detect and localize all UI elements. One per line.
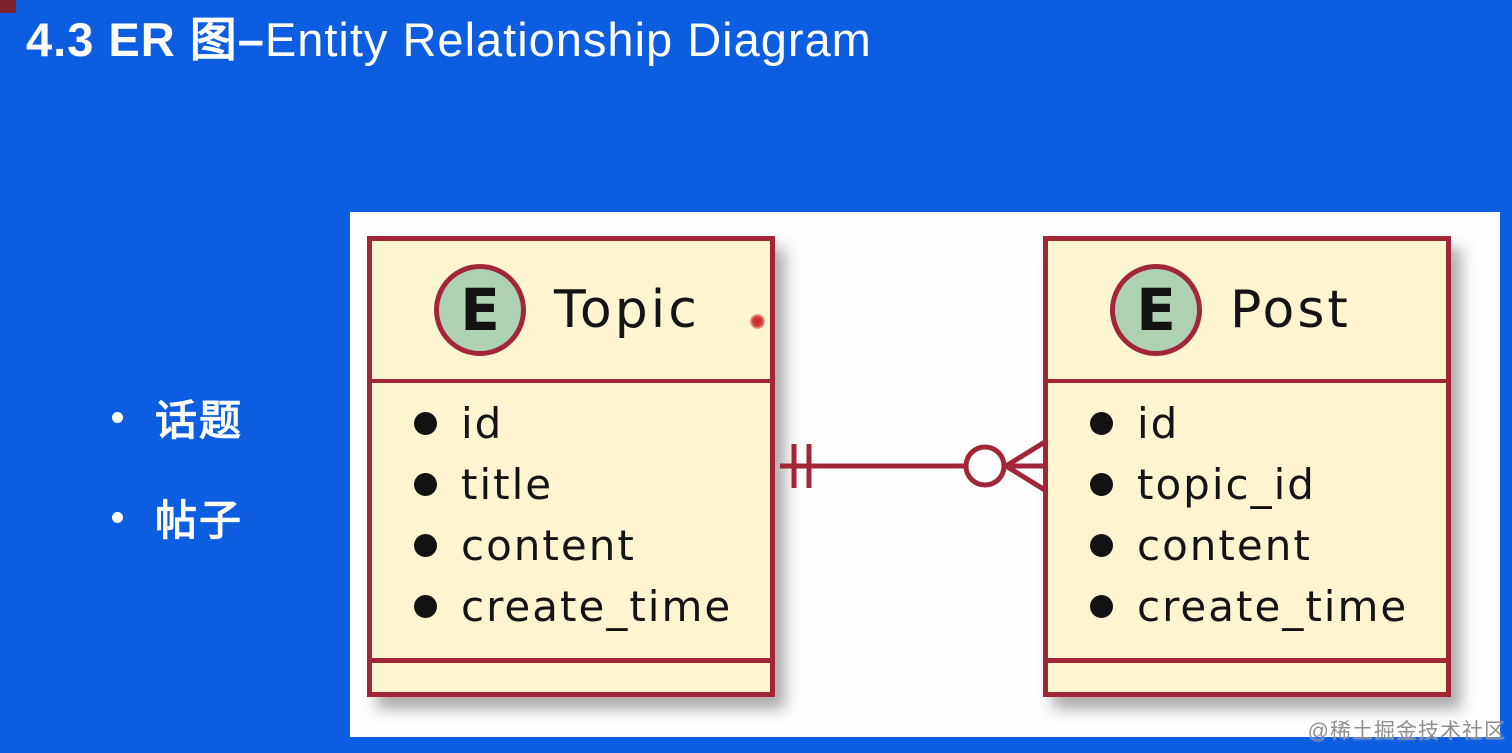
entity-post: E Post id topic_id content bbox=[1043, 236, 1451, 697]
laser-pointer-dot bbox=[750, 314, 765, 329]
attribute-row: topic_id bbox=[1090, 454, 1446, 515]
cardinality-zero-circle bbox=[963, 444, 1007, 488]
entity-name: Post bbox=[1230, 280, 1351, 340]
list-item: 话题 bbox=[112, 388, 243, 446]
entity-spot-letter: E bbox=[1136, 276, 1176, 344]
bullet-list: 话题 帖子 bbox=[112, 388, 243, 588]
attribute-label: id bbox=[461, 399, 504, 448]
entity-spot-icon: E bbox=[1110, 264, 1202, 356]
attribute-row: id bbox=[1090, 393, 1446, 454]
attribute-bullet-icon bbox=[414, 412, 437, 435]
crow-foot-prong bbox=[1004, 437, 1048, 469]
diagram-panel: E Topic id title content bbox=[350, 212, 1500, 737]
list-item: 帖子 bbox=[112, 488, 243, 546]
title-light: Entity Relationship Diagram bbox=[264, 13, 872, 66]
attribute-bullet-icon bbox=[414, 534, 437, 557]
entity-post-header: E Post bbox=[1048, 241, 1446, 383]
entity-post-footer bbox=[1048, 663, 1446, 692]
bullet-label: 帖子 bbox=[155, 496, 244, 544]
title-strong: 4.3 ER 图– bbox=[26, 13, 265, 66]
entity-name: Topic bbox=[554, 280, 700, 340]
attribute-bullet-icon bbox=[1090, 412, 1113, 435]
attribute-row: id bbox=[414, 393, 770, 454]
crow-foot-prong bbox=[1004, 463, 1048, 495]
attribute-bullet-icon bbox=[1090, 534, 1113, 557]
bullet-icon bbox=[112, 511, 123, 523]
attribute-label: content bbox=[1137, 521, 1312, 570]
attribute-label: create_time bbox=[461, 582, 733, 631]
entity-post-attributes: id topic_id content create_time bbox=[1048, 383, 1446, 663]
entity-topic-attributes: id title content create_time bbox=[372, 383, 770, 663]
attribute-row: content bbox=[1090, 515, 1446, 576]
entity-spot-icon: E bbox=[434, 264, 526, 356]
attribute-row: content bbox=[414, 515, 770, 576]
entity-topic-footer bbox=[372, 663, 770, 692]
watermark: @稀土掘金技术社区 bbox=[1307, 720, 1506, 743]
attribute-label: id bbox=[1137, 399, 1180, 448]
attribute-row: create_time bbox=[1090, 576, 1446, 637]
attribute-bullet-icon bbox=[1090, 473, 1113, 496]
bullet-label: 话题 bbox=[155, 396, 244, 444]
bullet-icon bbox=[112, 411, 123, 423]
attribute-label: topic_id bbox=[1137, 460, 1316, 509]
attribute-bullet-icon bbox=[1090, 595, 1113, 618]
attribute-label: title bbox=[461, 460, 554, 509]
attribute-label: content bbox=[461, 521, 636, 570]
relationship-connector bbox=[780, 437, 1048, 495]
attribute-row: title bbox=[414, 454, 770, 515]
attribute-label: create_time bbox=[1137, 582, 1409, 631]
page-title: 4.3 ER 图–Entity Relationship Diagram bbox=[26, 6, 872, 74]
entity-topic-header: E Topic bbox=[372, 241, 770, 383]
corner-mark bbox=[0, 0, 16, 13]
attribute-bullet-icon bbox=[414, 595, 437, 618]
entity-topic: E Topic id title content bbox=[367, 236, 775, 697]
attribute-row: create_time bbox=[414, 576, 770, 637]
entity-spot-letter: E bbox=[460, 276, 500, 344]
attribute-bullet-icon bbox=[414, 473, 437, 496]
